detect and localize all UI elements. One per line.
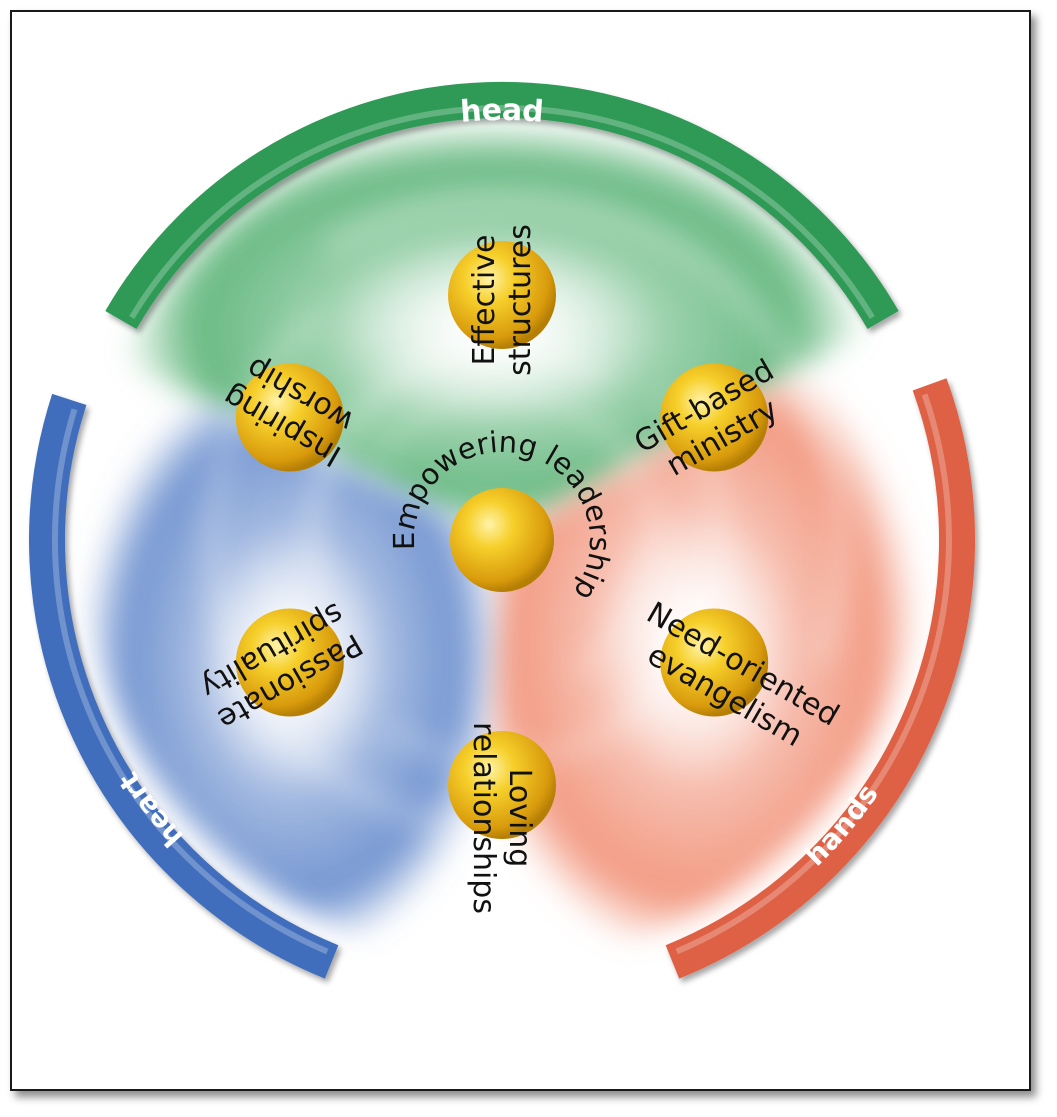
arc-head-highlight — [129, 104, 875, 320]
quality-ball-4 — [448, 731, 556, 839]
swirl-ring — [367, 385, 657, 675]
arc-hands-highlight — [675, 393, 952, 955]
swirl-rings — [204, 192, 850, 833]
svg-text:structures: structures — [503, 224, 538, 376]
arc-head — [105, 82, 899, 330]
quality-ball-2 — [660, 363, 769, 472]
arc-heart — [29, 393, 339, 979]
swirl-ring — [303, 341, 606, 582]
quality-ball-3 — [660, 608, 769, 717]
svg-text:Effective: Effective — [467, 235, 502, 366]
svg-text:relationships: relationships — [466, 722, 501, 914]
svg-text:Loving: Loving — [502, 769, 537, 868]
quality-ball-6 — [235, 363, 344, 472]
quality-balls — [235, 241, 769, 839]
quality-ball-5 — [235, 608, 344, 717]
outer-arcs — [29, 82, 976, 979]
arc-hands — [665, 378, 976, 979]
swirl-ring — [324, 192, 850, 665]
quality-ball-1 — [448, 241, 556, 349]
quality-loving-relationships: Loving relationships — [466, 722, 537, 914]
center-ball — [450, 488, 554, 592]
arc-heart-highlight — [51, 408, 329, 955]
quality-effective-structures: Effective structures — [467, 224, 538, 376]
